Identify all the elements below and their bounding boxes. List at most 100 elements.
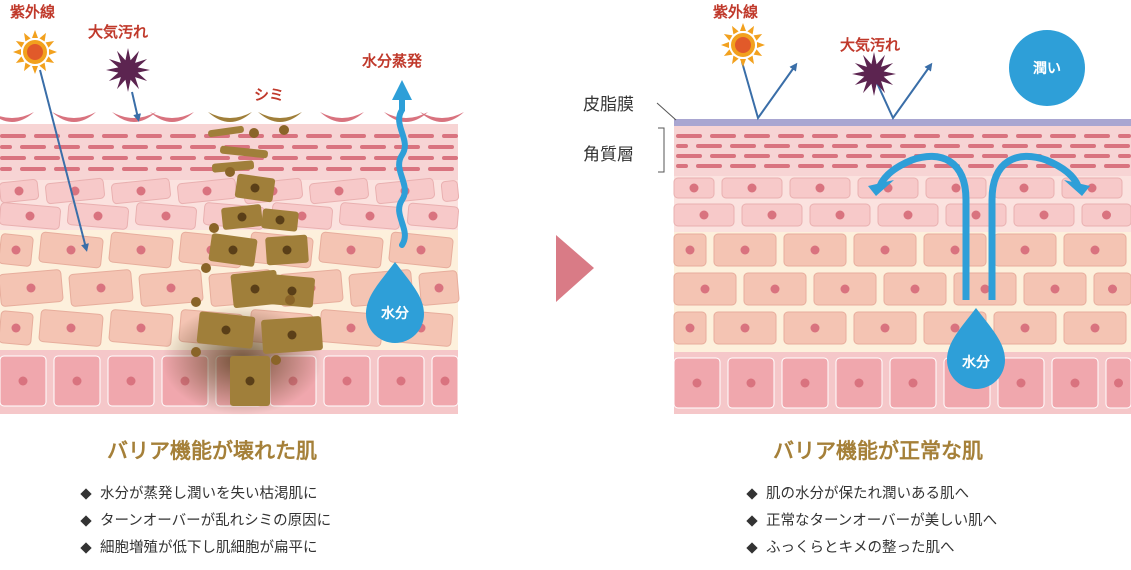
- cell-nucleus: [14, 186, 24, 196]
- diamond-bullet-icon: [746, 514, 758, 527]
- uv-label: 紫外線: [713, 3, 759, 21]
- cell-nucleus: [1090, 245, 1100, 255]
- sebum-label: 皮脂膜: [583, 95, 634, 115]
- keratin-layer: [258, 167, 284, 171]
- cell-nucleus: [700, 284, 710, 294]
- melanin-nucleus: [221, 325, 231, 335]
- surface-flake: [208, 112, 252, 122]
- uv-penetration-arrow: [39, 69, 89, 252]
- cell-nucleus: [96, 283, 106, 293]
- keratin-layer: [1050, 154, 1076, 158]
- cell-nucleus: [428, 211, 438, 221]
- cell-nucleus: [1087, 183, 1097, 193]
- cell-nucleus: [334, 186, 344, 196]
- sun-ray: [747, 55, 754, 65]
- keratin-layer: [968, 164, 994, 168]
- keratin-layer: [122, 167, 148, 171]
- keratin-layer: [1104, 144, 1130, 148]
- keratin-layer: [408, 134, 434, 138]
- cell-nucleus: [699, 210, 709, 220]
- moisture-circle: [1009, 30, 1085, 106]
- water-drop-icon: [947, 308, 1005, 389]
- keratin-layer: [880, 154, 906, 158]
- keratin-layer: [1104, 164, 1130, 168]
- right-points-list: 肌の水分が保たれ潤いある肌へ 正常なターンオーバーが美しい肌へ ふっくらとキメの…: [744, 481, 997, 562]
- sun-ray: [13, 49, 21, 55]
- keratin-layer: [846, 134, 872, 138]
- cell-nucleus: [166, 283, 176, 293]
- keratin-layer: [846, 154, 872, 158]
- cell-nucleus: [1039, 210, 1049, 220]
- skin-cell: [440, 180, 460, 202]
- keratin-layer: [832, 164, 858, 168]
- diamond-bullet-icon: [746, 541, 758, 554]
- surface-flake: [150, 112, 194, 122]
- sun-icon: [721, 23, 765, 67]
- keratin-layer: [880, 134, 906, 138]
- keratin-layer: [374, 134, 400, 138]
- cell-nucleus: [740, 323, 750, 333]
- keratin-layer: [798, 144, 824, 148]
- keratin-layer: [1070, 144, 1096, 148]
- keratin-layer: [54, 167, 80, 171]
- sun-ray: [753, 34, 763, 41]
- keratin-layer: [744, 134, 770, 138]
- keratin-layer: [0, 167, 12, 171]
- keratin-layer: [102, 134, 128, 138]
- list-item: 水分が蒸発し潤いを失い枯渇肌に: [78, 481, 331, 508]
- cell-nucleus: [126, 376, 136, 386]
- right-skin-cells: [673, 177, 1131, 345]
- melanin-cell: [211, 160, 255, 173]
- water-label: 水分: [962, 355, 990, 371]
- keratin-layer: [1118, 154, 1131, 158]
- melanin-nucleus: [228, 245, 238, 255]
- keratin-layer: [0, 145, 12, 149]
- arrow-right-icon: [556, 235, 594, 302]
- cell-nucleus: [136, 323, 146, 333]
- cell-nucleus: [396, 376, 406, 386]
- cell-nucleus: [815, 183, 825, 193]
- melanin-nucleus: [250, 284, 260, 294]
- sebum-pointer: [656, 102, 677, 121]
- keratin-layer: [374, 156, 400, 160]
- surface-flake: [0, 112, 34, 122]
- cell-nucleus: [440, 376, 450, 386]
- keratin-layer: [34, 156, 60, 160]
- diamond-bullet-icon: [80, 541, 92, 554]
- melanin-granule: [249, 128, 259, 138]
- keratin-layer: [442, 134, 458, 138]
- cell-nucleus: [66, 323, 76, 333]
- keratin-layer: [778, 154, 804, 158]
- cell-nucleus: [1102, 210, 1111, 220]
- right-title: バリア機能が正常な肌: [773, 438, 983, 463]
- cell-nucleus: [136, 186, 146, 196]
- keratin-layer: [102, 156, 128, 160]
- melanin-granule: [209, 223, 219, 233]
- evaporation-label: 水分蒸発: [362, 52, 423, 70]
- list-item: ターンオーバーが乱れシミの原因に: [78, 508, 331, 535]
- keratin-layer: [0, 134, 26, 138]
- keratin-layer: [340, 156, 366, 160]
- keratin-layer: [258, 145, 284, 149]
- sun-ray: [39, 62, 46, 72]
- cell-nucleus: [72, 376, 82, 386]
- cell-nucleus: [746, 378, 756, 388]
- pollution-label: 大気汚れ: [88, 23, 149, 41]
- keratin-layer: [20, 145, 46, 149]
- water-drop-icon: [366, 262, 424, 343]
- cell-nucleus: [740, 245, 750, 255]
- keratin-layer: [54, 145, 80, 149]
- keratin-layer: [914, 134, 940, 138]
- sun-ray: [747, 25, 754, 35]
- keratin-layer: [764, 144, 790, 148]
- diamond-bullet-icon: [746, 487, 758, 500]
- pollution-label: 大気汚れ: [840, 36, 901, 54]
- left-stratum-layer: [0, 134, 458, 171]
- melanin-granule: [285, 295, 295, 305]
- melanin-nucleus: [250, 183, 260, 193]
- sun-ray: [49, 49, 57, 55]
- sun-ray: [15, 56, 25, 63]
- sebum-film: [674, 119, 1131, 126]
- water-arrowhead-right: [1064, 180, 1090, 196]
